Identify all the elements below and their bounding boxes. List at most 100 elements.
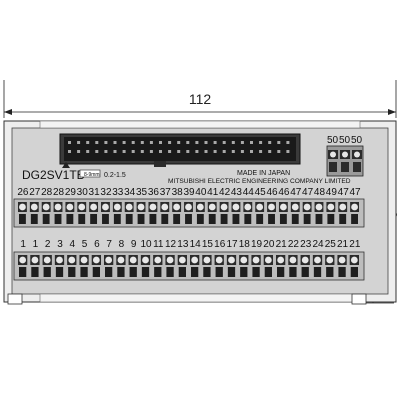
wire-clamp-icon <box>264 267 272 277</box>
header-pins <box>68 141 290 153</box>
wire-clamp-icon <box>303 214 311 224</box>
terminal-number: 46 <box>278 187 290 198</box>
wire-clamp-icon <box>289 267 297 277</box>
lower-terminal-strip <box>13 251 365 281</box>
header-pin <box>250 141 253 144</box>
wire-clamp-icon <box>252 267 260 277</box>
screw-head-icon <box>196 203 204 211</box>
terminal-number: 49 <box>326 187 338 198</box>
screw-head-icon <box>354 151 360 158</box>
screw-head-icon <box>327 203 335 211</box>
screw-head-icon <box>42 203 50 211</box>
header-pin <box>186 150 190 153</box>
terminal-number: 4 <box>70 239 76 250</box>
screw-head-icon <box>90 203 98 211</box>
top-right-label-3: 50 <box>351 135 363 146</box>
wire-clamp-icon <box>329 162 337 172</box>
screw-head-icon <box>30 203 38 211</box>
wire-clamp-icon <box>301 267 309 277</box>
screw-head-icon <box>191 256 199 264</box>
top-right-label-2: 50 <box>339 135 351 146</box>
terminal-number: 21 <box>276 239 288 250</box>
screw-head-icon <box>338 256 346 264</box>
header-pin <box>240 150 244 153</box>
header-pin <box>213 141 217 144</box>
screw-head-icon <box>173 203 181 211</box>
screw-head-icon <box>92 256 100 264</box>
wire-clamp-icon <box>149 214 157 224</box>
terminal-number: 24 <box>312 239 324 250</box>
terminal-number: 43 <box>231 187 243 198</box>
header-pin <box>250 150 253 153</box>
terminal-number: 48 <box>314 187 326 198</box>
wire-clamp-icon <box>90 214 98 224</box>
header-pin <box>259 141 263 144</box>
wire-clamp-icon <box>232 214 240 224</box>
screw-head-icon <box>31 256 39 264</box>
wire-clamp-icon <box>19 267 27 277</box>
header-pin <box>231 150 235 153</box>
terminal-number: 28 <box>53 187 65 198</box>
wire-clamp-icon <box>154 267 162 277</box>
header-pin <box>168 141 172 144</box>
header-pin <box>95 150 99 153</box>
wire-clamp-icon <box>244 214 252 224</box>
wire-clamp-icon <box>54 214 62 224</box>
screw-head-icon <box>80 256 88 264</box>
wire-clamp-icon <box>341 162 349 172</box>
screw-head-icon <box>342 151 348 158</box>
terminal-number: 1 <box>20 239 26 250</box>
wire-clamp-icon <box>326 267 334 277</box>
screw-head-icon <box>277 256 285 264</box>
wire-clamp-icon <box>191 267 199 277</box>
wire-clamp-icon <box>338 267 346 277</box>
wire-clamp-icon <box>137 214 145 224</box>
terminal-number: 16 <box>214 239 226 250</box>
screw-head-icon <box>203 256 211 264</box>
wire-clamp-icon <box>68 267 76 277</box>
header-pin <box>195 150 199 153</box>
screw-head-icon <box>68 256 76 264</box>
wire-clamp-icon <box>129 267 137 277</box>
wire-clamp-icon <box>173 214 181 224</box>
terminal-number: 11 <box>153 239 164 250</box>
screw-head-icon <box>78 203 86 211</box>
wire-clamp-icon <box>279 214 287 224</box>
header-pin <box>68 150 71 153</box>
wire-clamp-icon <box>208 214 216 224</box>
header-pin <box>131 150 135 153</box>
wire-clamp-icon <box>268 214 275 224</box>
header-pin <box>77 141 81 144</box>
header-pin <box>195 141 199 144</box>
wire-clamp-icon <box>55 267 64 277</box>
header-pin <box>259 150 263 153</box>
wire-clamp-icon <box>196 214 204 224</box>
wire-clamp-icon <box>92 267 100 277</box>
header-pin <box>113 150 117 153</box>
wire-clamp-icon <box>102 214 109 224</box>
terminal-number: 32 <box>100 187 112 198</box>
terminal-number: 27 <box>29 187 41 198</box>
width-dimension: 112 <box>3 80 397 118</box>
wire-clamp-icon <box>353 162 361 172</box>
terminal-number: 1 <box>33 239 39 250</box>
wire-clamp-icon <box>350 267 358 277</box>
terminal-number: 40 <box>195 187 207 198</box>
terminal-number: 19 <box>251 239 263 250</box>
screw-head-icon <box>125 203 133 211</box>
terminal-number: 21 <box>337 239 349 250</box>
header-pin <box>95 141 99 144</box>
maker-label: MITSUBISHI ELECTRIC ENGINEERING COMPANY … <box>168 178 351 185</box>
terminal-number: 12 <box>165 239 177 250</box>
screw-head-icon <box>264 256 272 264</box>
wire-clamp-icon <box>315 214 323 224</box>
screw-head-icon <box>161 203 169 211</box>
terminal-number: 30 <box>77 187 89 198</box>
header-pin <box>213 150 217 153</box>
header-connector <box>59 133 301 168</box>
screw-head-icon <box>149 203 157 211</box>
terminal-number: 13 <box>177 239 189 250</box>
screw-head-icon <box>240 256 248 264</box>
wire-clamp-icon <box>19 214 26 224</box>
pin1-marker-icon <box>62 162 70 168</box>
